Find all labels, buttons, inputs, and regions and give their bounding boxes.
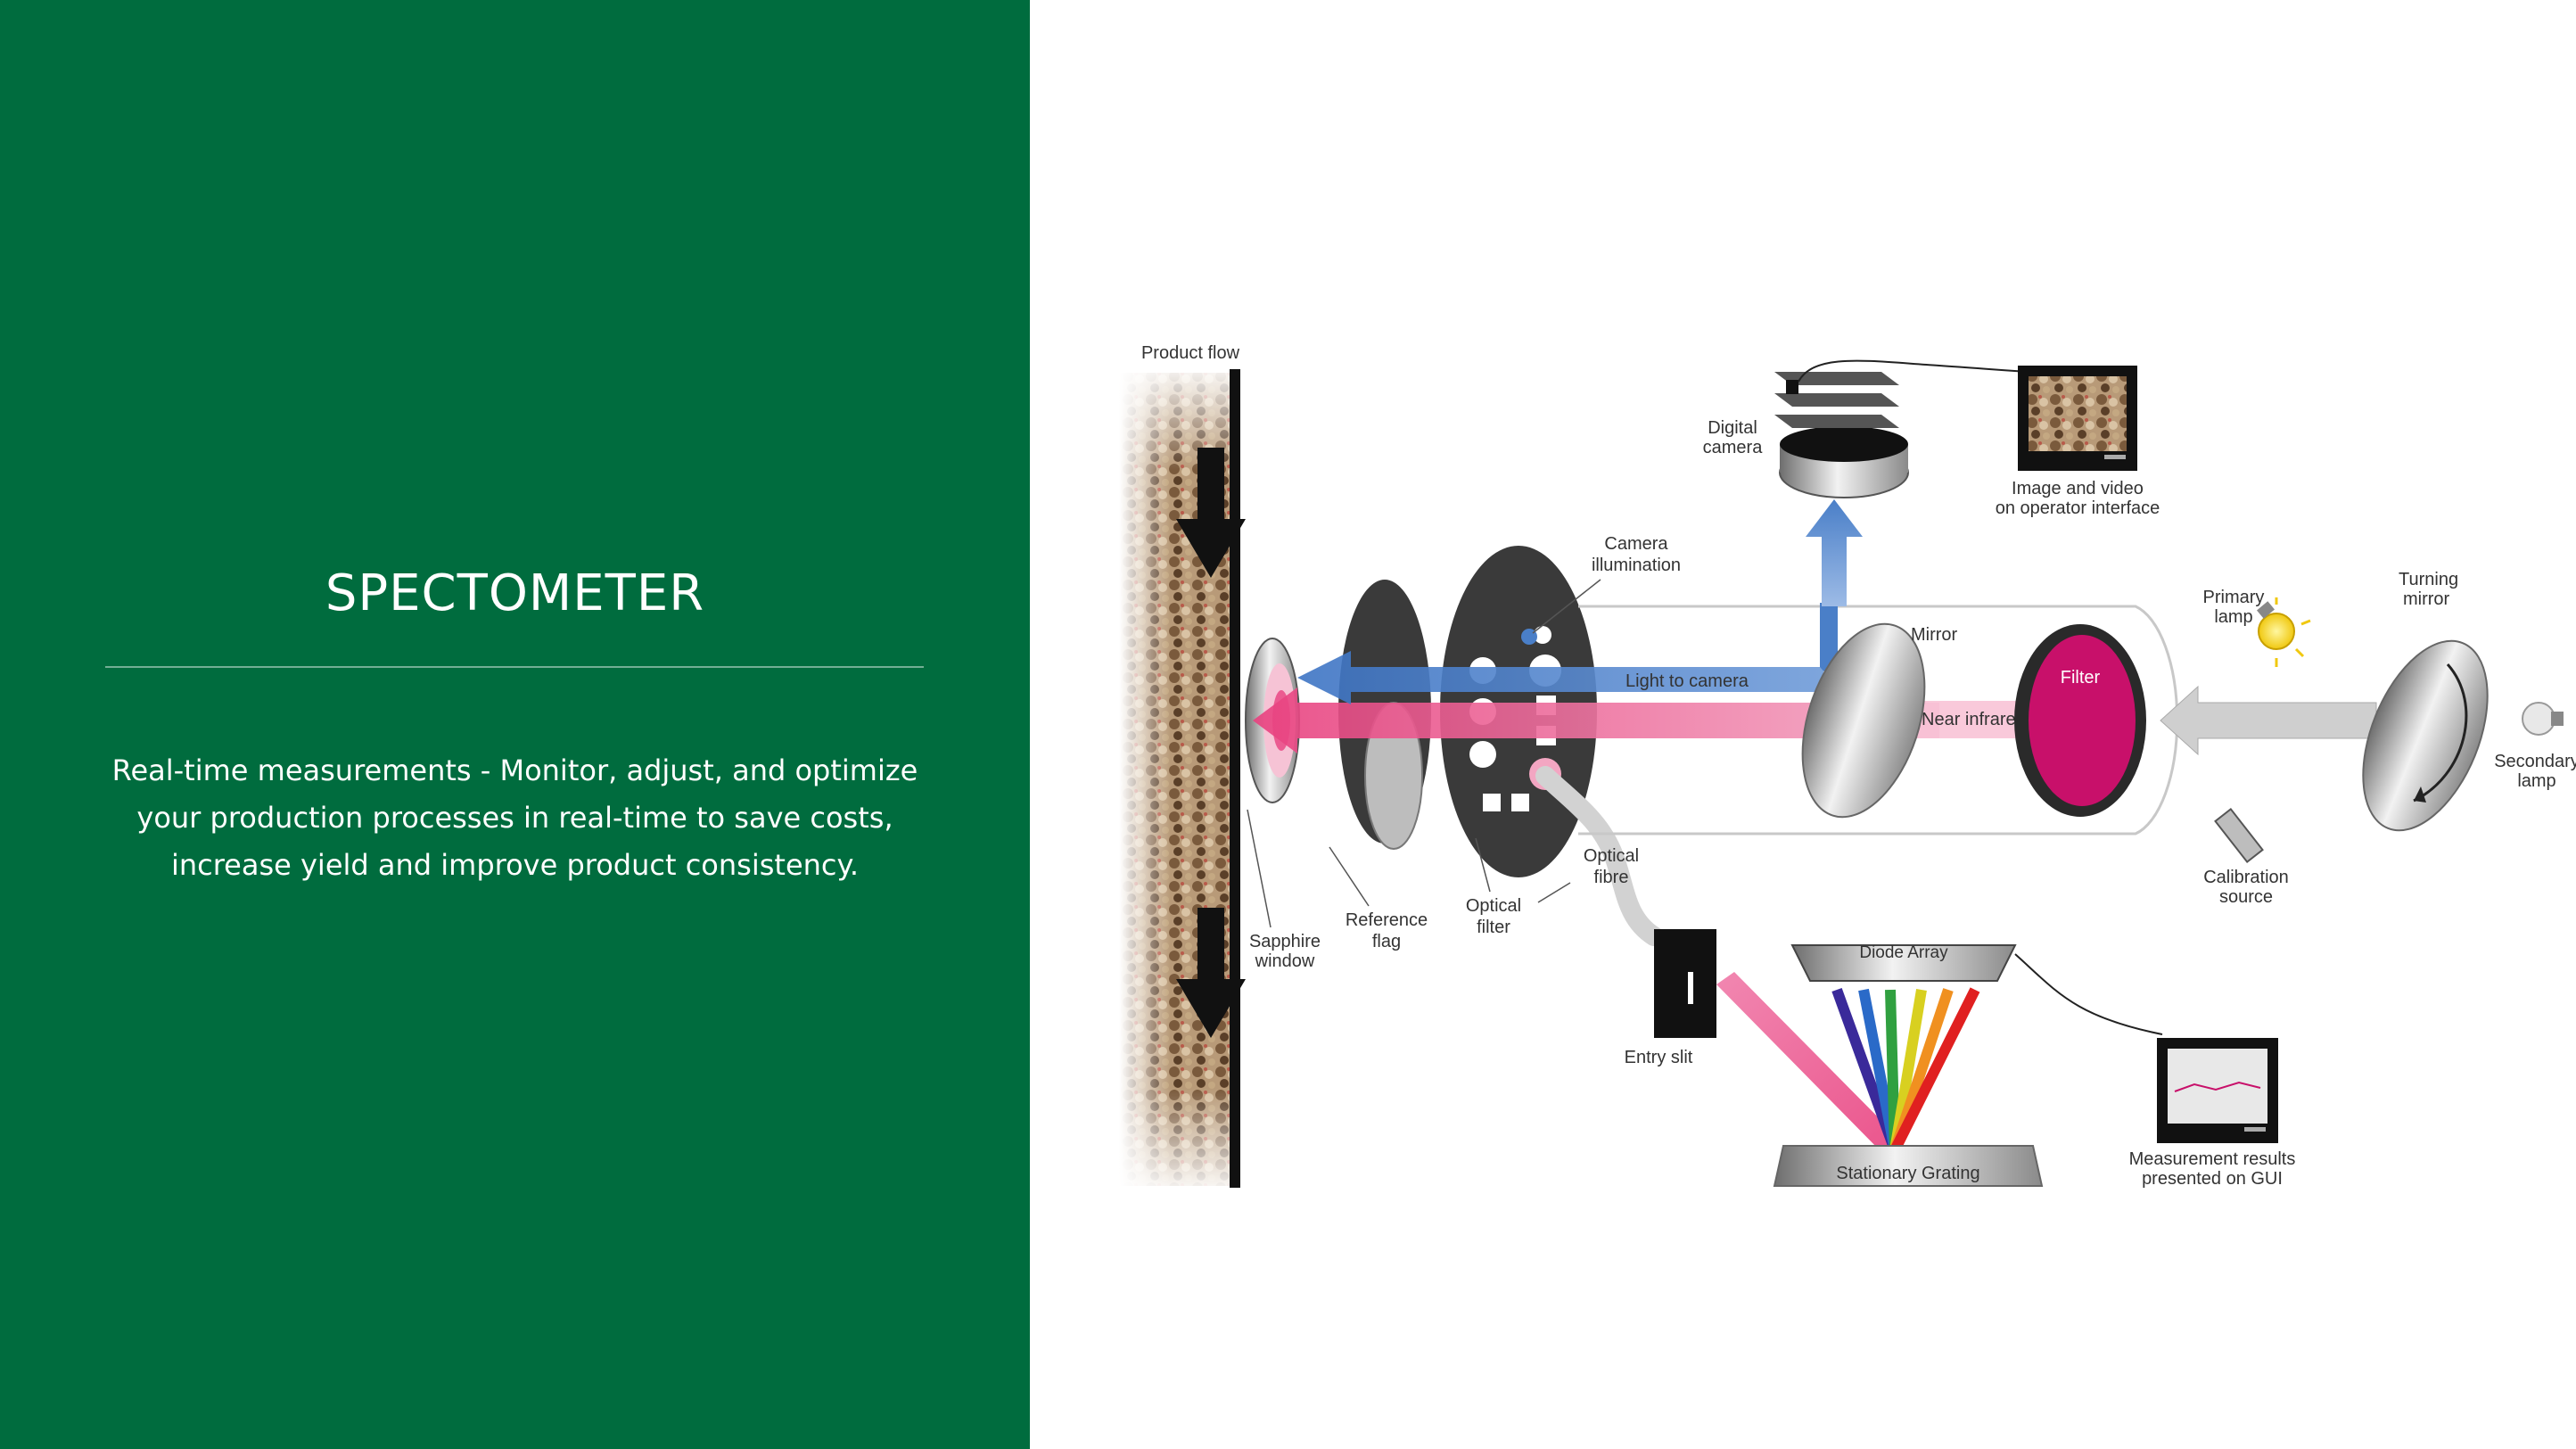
label-entry-slit: Entry slit	[1625, 1048, 1693, 1067]
label-light-to-camera: Light to camera	[1625, 671, 1749, 691]
label-secondary-lamp-2: lamp	[2517, 771, 2555, 791]
label-reference-flag-2: flag	[1372, 932, 1401, 951]
label-primary-lamp-1: Primary	[2203, 588, 2265, 607]
label-sapphire-1: Sapphire	[1249, 932, 1321, 951]
label-secondary-lamp-1: Secondary	[2494, 752, 2576, 771]
bottom-labels: Sapphire window Reference flag Optical f…	[1247, 809, 1639, 971]
label-optical-fibre-2: fibre	[1594, 868, 1629, 887]
label-turning-mirror-1: Turning	[2399, 570, 2458, 589]
label-camera-illumination-2: illumination	[1592, 556, 1681, 575]
spectrometer-diagram: Product flow	[1030, 0, 2576, 1449]
filter: Filter	[2014, 624, 2146, 817]
label-calibration-2: source	[2219, 887, 2273, 907]
label-image-video-2: on operator interface	[1996, 498, 2160, 518]
label-diode-array: Diode Array	[1859, 943, 1948, 962]
flow-arrow-top	[1176, 448, 1246, 578]
panel-divider	[105, 666, 924, 668]
label-optical-filter-2: filter	[1477, 918, 1510, 937]
diode-cable	[2014, 953, 2163, 1035]
turning-mirror: Turning mirror	[2362, 570, 2489, 832]
left-panel: SPECTOMETER Real-time measurements - Mon…	[0, 0, 1030, 1449]
stationary-grating: Stationary Grating	[1773, 1145, 2044, 1187]
label-image-video-1: Image and video	[2012, 479, 2144, 498]
lamp-light-arrow	[2160, 685, 2377, 756]
label-digital-camera-2: camera	[1703, 438, 1764, 457]
diode-array: Diode Array	[1790, 943, 2017, 982]
mirror: Mirror	[1801, 622, 1958, 819]
label-primary-lamp-2: lamp	[2214, 607, 2252, 627]
label-digital-camera-1: Digital	[1708, 418, 1757, 438]
results-monitor: Measurement results presented on GUI	[2129, 1038, 2296, 1189]
label-stationary-grating: Stationary Grating	[1836, 1164, 1979, 1183]
secondary-lamp: Secondary lamp	[2494, 702, 2576, 791]
label-camera-illumination-1: Camera	[1604, 534, 1668, 554]
label-sapphire-2: window	[1255, 951, 1315, 971]
label-mirror: Mirror	[1911, 625, 1958, 645]
primary-lamp: Primary lamp	[2203, 588, 2311, 667]
entry-slit: Entry slit	[1625, 929, 1716, 1067]
label-reference-flag-1: Reference	[1346, 910, 1428, 930]
digital-camera: Digital camera	[1703, 372, 1909, 498]
label-measurement-2: presented on GUI	[2142, 1169, 2283, 1189]
label-optical-filter-1: Optical	[1466, 896, 1521, 916]
label-product-flow: Product flow	[1141, 343, 1240, 363]
slit-beam	[1716, 972, 1904, 1152]
label-optical-fibre-1: Optical	[1584, 846, 1639, 866]
label-filter: Filter	[2061, 668, 2101, 687]
panel-description: Real-time measurements - Monitor, adjust…	[111, 753, 918, 882]
spectrum-rays	[1831, 987, 1980, 1153]
diagram-svg: Product flow	[1119, 343, 2576, 1189]
camera-illumination-label: Camera illumination	[1532, 534, 1681, 634]
product-flow: Product flow	[1119, 343, 1246, 1188]
label-turning-mirror-2: mirror	[2403, 589, 2450, 609]
panel-title: SPECTOMETER	[325, 564, 705, 622]
operator-monitor: Image and video on operator interface	[1996, 366, 2160, 518]
calibration-source: Calibration source	[2203, 807, 2289, 907]
flow-arrow-bottom	[1176, 908, 1246, 1038]
optical-fibre	[1535, 766, 1664, 946]
label-calibration-1: Calibration	[2203, 868, 2289, 887]
light-to-camera-beam: Light to camera	[1297, 499, 1863, 704]
label-measurement-1: Measurement results	[2129, 1149, 2296, 1169]
